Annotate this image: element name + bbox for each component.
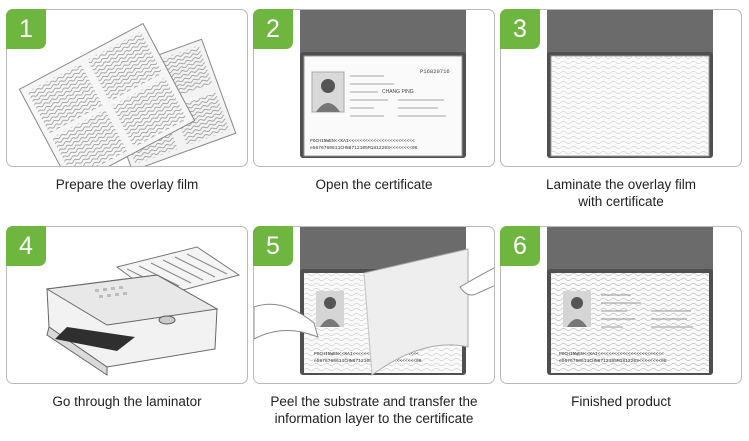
caption-line: with certificate <box>578 194 664 209</box>
step-caption: Peel the substrate and transfer the info… <box>247 393 501 427</box>
step-number-badge: 3 <box>500 9 540 49</box>
caption-line: Peel the substrate and transfer the <box>270 394 478 409</box>
step-2-image: P16820716 CHANG PING POCHINWEN<<KAI<<<<<… <box>253 9 495 167</box>
overlay-film-sheets-illustration <box>18 22 237 166</box>
caption-line: Go through the laminator <box>52 394 202 409</box>
mrz-line-1: POCHINWEN<<KAI<<<<<<<<<<<<<<<<<<<<<<<< <box>310 138 415 144</box>
step-4-image <box>6 226 248 384</box>
caption-line: Laminate the overlay film <box>545 177 697 192</box>
mrz-line-2: e5676760611CHN8712105M181220S<<<<<<<<06 <box>310 145 418 151</box>
mrz-line-2: e5676760611CHN8712105M181220S<<<<<<<<06 <box>559 358 667 364</box>
step-number-badge: 5 <box>253 226 293 266</box>
finished-passport-illustration: POCHINWEN<<KAI<<<<<<<<<<<<<<<<<<<<<<<< e… <box>547 227 713 375</box>
step-6-image: POCHINWEN<<KAI<<<<<<<<<<<<<<<<<<<<<<<< e… <box>500 226 742 384</box>
step-number-badge: 1 <box>6 9 46 49</box>
step-3-image <box>500 9 742 167</box>
step-caption: Finished product <box>494 393 748 410</box>
step-5-image: POCHINWEN<<KAI<<<<<<<<<<<<<<<<<<<<<<<< e… <box>253 226 495 384</box>
passport-holder-name: CHANG PING <box>382 89 414 95</box>
step-caption: Go through the laminator <box>0 393 254 410</box>
mrz-line-1: POCHINWEN<<KAI<<<<<<<<<<<<<<<<<<<<<<<< <box>559 351 664 357</box>
mrz-line-1: POCHINWEN<<KAI<<<<<<<<<<<<<<<<<<<<<<<< <box>314 351 419 357</box>
caption-line: Prepare the overlay film <box>55 177 199 192</box>
mrz-line-2: e5676760611CHN8712105M181220S<<<<<<<<06 <box>314 358 422 364</box>
step-caption: Laminate the overlay film with certifica… <box>494 176 748 210</box>
step-1-image <box>6 9 248 167</box>
step-caption: Prepare the overlay film <box>0 176 254 193</box>
caption-line: information layer to the certificate <box>274 411 474 426</box>
peel-substrate-illustration: POCHINWEN<<KAI<<<<<<<<<<<<<<<<<<<<<<<< e… <box>254 227 494 376</box>
passport-number: P16820716 <box>420 68 450 75</box>
step-number-badge: 2 <box>253 9 293 49</box>
caption-line: Finished product <box>571 394 671 409</box>
caption-line: Open the certificate <box>315 177 433 192</box>
step-number-badge: 6 <box>500 226 540 266</box>
laminated-passport-illustration <box>547 10 713 158</box>
step-number-badge: 4 <box>6 226 46 266</box>
step-caption: Open the certificate <box>247 176 501 193</box>
open-passport-illustration: P16820716 CHANG PING POCHINWEN<<KAI<<<<<… <box>300 10 466 158</box>
laminator-machine-illustration <box>45 246 241 376</box>
